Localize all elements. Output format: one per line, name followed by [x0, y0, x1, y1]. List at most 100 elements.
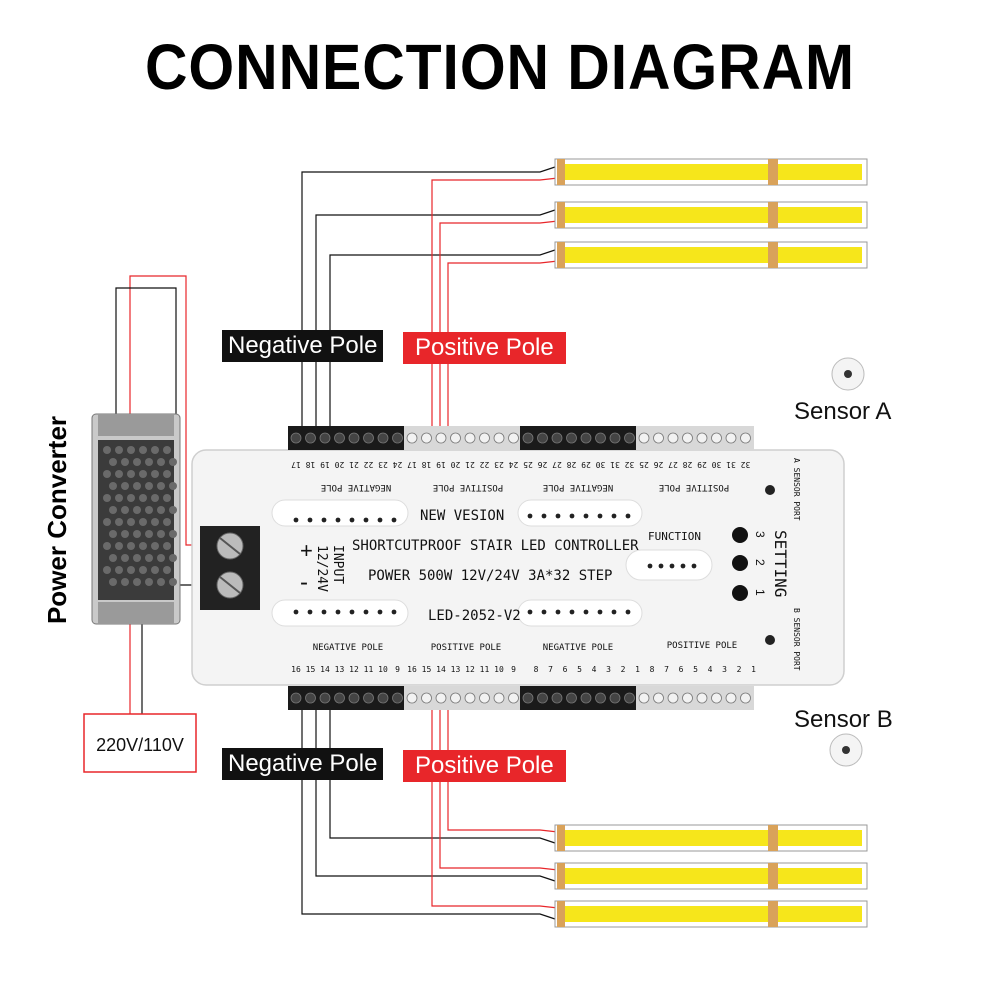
led-strips: [554, 158, 868, 928]
indicator-dot: [611, 609, 617, 615]
terminal-screw: [566, 692, 577, 704]
terminal-number: 1: [635, 665, 640, 674]
setting-button-1[interactable]: [732, 585, 748, 601]
led-strip-cut-mark: [768, 242, 778, 268]
vent-hole: [115, 470, 123, 478]
bottom-group-label-2: POSITIVE POLE: [431, 643, 501, 653]
led-window-4: [517, 599, 643, 627]
vent-hole: [139, 518, 147, 526]
terminal-block-top-1: [288, 426, 406, 450]
terminal-number: 12: [349, 665, 359, 674]
vent-hole: [133, 554, 141, 562]
setting-label: SETTING: [771, 530, 790, 597]
terminal-number: 8: [534, 665, 539, 674]
terminal-number: 18: [422, 460, 432, 469]
terminal-screw: [348, 432, 360, 444]
vent-hole: [157, 482, 165, 490]
led-strip-light: [562, 830, 862, 846]
terminal-screw: [537, 432, 548, 444]
terminal-number: 2: [621, 665, 626, 674]
led-strip-pad: [557, 863, 565, 889]
led-strip-pad: [557, 202, 565, 228]
vent-hole: [121, 554, 129, 562]
terminal-number: 19: [320, 460, 330, 469]
terminal-screw: [580, 432, 592, 444]
indicator-dot: [335, 517, 341, 523]
terminal-screw: [522, 432, 534, 444]
indicator-dot: [583, 513, 589, 519]
top-group-label-2: POSITIVE POLE: [433, 482, 503, 492]
vent-hole: [127, 470, 135, 478]
vent-hole: [139, 566, 147, 574]
indicator-dot: [597, 513, 603, 519]
black-wire: [315, 702, 559, 883]
vent-hole: [127, 446, 135, 454]
terminal-screw: [450, 432, 461, 444]
terminal-screw: [464, 432, 476, 444]
controller-power: POWER 500W 12V/24V 3A*32 STEP: [368, 568, 612, 584]
terminal-screw: [740, 692, 751, 704]
indicator-dot: [647, 563, 653, 569]
indicator-dot: [583, 609, 589, 615]
indicator-dot: [391, 609, 397, 615]
indicator-dot: [569, 513, 575, 519]
black-wire: [301, 702, 559, 921]
terminal-screw: [638, 432, 650, 444]
vent-hole: [133, 458, 141, 466]
vent-hole: [145, 458, 153, 466]
b-sensor-port-label: B SENSOR PORT: [792, 608, 801, 671]
terminal-number: 19: [436, 460, 446, 469]
terminal-block-top-2: [404, 426, 522, 450]
terminal-number: 26: [538, 460, 548, 469]
vent-hole: [151, 566, 159, 574]
terminal-block-bottom-3: [520, 686, 638, 710]
vent-hole: [139, 470, 147, 478]
vent-hole: [109, 458, 117, 466]
terminal-number: 3: [722, 665, 727, 674]
vent-hole: [133, 530, 141, 538]
setting-button-2[interactable]: [732, 555, 748, 571]
terminal-number: 29: [697, 460, 707, 469]
b-sensor-port-jack: [765, 635, 775, 645]
terminal-screw: [624, 692, 635, 704]
bottom-positive-pole-label: Positive Pole: [403, 750, 566, 782]
terminal-number: 14: [436, 665, 446, 674]
terminal-screw: [551, 692, 563, 704]
terminal-screw: [522, 692, 534, 704]
vent-hole: [169, 506, 177, 514]
terminal-screw: [290, 432, 302, 444]
setting-button-3[interactable]: [732, 527, 748, 543]
terminal-number: 29: [581, 460, 591, 469]
indicator-dot: [527, 513, 533, 519]
terminal-screw: [609, 432, 621, 444]
terminal-block-bottom-1: [288, 686, 406, 710]
red-wire: [431, 177, 559, 430]
sensor-a-label: Sensor A: [794, 398, 892, 425]
controller-version: NEW VESION: [420, 508, 504, 524]
controller-model: LED-2052-V2: [428, 608, 521, 624]
top-group-label-4: POSITIVE POLE: [659, 482, 729, 492]
vent-hole: [139, 446, 147, 454]
terminal-number: 17: [291, 460, 301, 469]
led-window-1: [271, 499, 409, 527]
indicator-dot: [611, 513, 617, 519]
vent-hole: [163, 470, 171, 478]
terminal-number: 27: [668, 460, 678, 469]
button-number-2: 2: [753, 559, 767, 566]
terminal-screw: [363, 432, 374, 444]
black-wire: [115, 287, 200, 586]
function-window: [625, 549, 713, 581]
indicator-dot: [307, 609, 313, 615]
vent-hole: [169, 530, 177, 538]
indicator-dot: [541, 609, 547, 615]
vent-hole: [121, 578, 129, 586]
indicator-dot: [293, 609, 299, 615]
terminal-screw: [334, 432, 345, 444]
sensor-b: [829, 733, 863, 767]
terminal-number: 7: [548, 665, 553, 674]
terminal-number: 22: [480, 460, 490, 469]
vent-hole: [115, 446, 123, 454]
led-strip-cut-mark: [768, 825, 778, 851]
terminal-number: 3: [606, 665, 611, 674]
terminal-number: 13: [335, 665, 345, 674]
